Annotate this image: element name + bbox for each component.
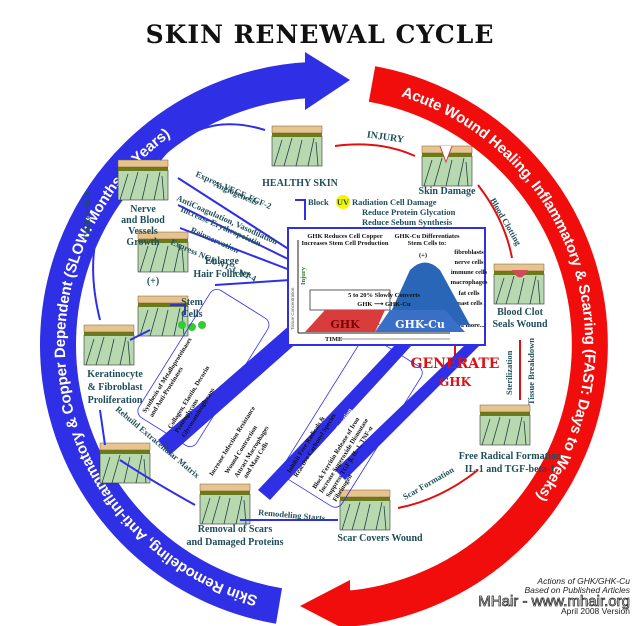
ghk-center-box: GHK Reduces Cell Copper Increases Stem C… — [287, 227, 488, 346]
generate-label: GENERATE — [411, 356, 500, 372]
cell-type: immune cells — [451, 269, 488, 276]
cell-type: mast cells — [456, 300, 483, 307]
radical-group: Inhibit Free Radicals & Reactive Carbony… — [281, 335, 423, 508]
keratinocyte-label-3: Proliferation — [88, 395, 143, 406]
keratinocyte-image — [83, 324, 135, 366]
convert-label-2: GHK ⟶ GHK-Cu — [357, 301, 411, 308]
free-radical-label-2: IL-1 and TGF-beta-1 — [465, 464, 555, 475]
right-head-1: GHK-Cu Differentiates — [394, 233, 460, 240]
footer-line-2: Based on Published Articles — [524, 585, 630, 595]
injury-label: INJURY — [366, 129, 405, 145]
nerve-label-2: and Blood — [121, 215, 165, 226]
cell-type: fat cells — [458, 290, 480, 297]
fast-arrowhead-icon — [300, 580, 350, 626]
right-head-2: Stem Cells to: — [408, 240, 447, 247]
skin-damage-label: Skin Damage — [419, 186, 477, 197]
nerve-label-3: Vessels — [128, 226, 158, 237]
healthy-skin-label: HEALTHY SKIN — [262, 178, 338, 189]
cell-list: fibroblasts nerve cells immune cells mac… — [451, 249, 488, 329]
hair-label-2: Hair Follicles — [193, 269, 250, 280]
slow-arrowhead-icon — [305, 52, 350, 110]
blood-clotting-label: Blood Clotting — [488, 196, 524, 248]
center-plus: (+) — [419, 252, 427, 259]
blue-wide-bands — [158, 325, 480, 500]
healthy-skin-image — [271, 125, 323, 167]
scar-image — [339, 489, 391, 531]
stem-cell-icon — [178, 321, 186, 329]
uv-label: UV — [337, 197, 350, 207]
ghkcu-peak — [385, 262, 470, 325]
generate-ghk-label: GHK — [439, 375, 472, 389]
left-head-1: GHK Reduces Cell Copper — [307, 233, 382, 240]
cell-type: and more... — [453, 322, 485, 329]
glycation-label: Reduce Protein Glycation — [362, 207, 456, 217]
wound-icon — [439, 145, 453, 164]
block-label: Block — [308, 197, 329, 207]
plus-label: (+) — [147, 276, 159, 287]
keratinocyte-label-2: & Fibroblast — [87, 382, 143, 393]
free-radical-label-1: Free Radical Formation — [459, 451, 562, 462]
thicken-skin-label: Thicken Skin — [82, 191, 92, 240]
clot-icon — [512, 270, 528, 278]
nerve-label-1: Nerve — [130, 204, 156, 215]
red-flow-arrows — [334, 143, 521, 509]
removal-label-2: and Damaged Proteins — [186, 537, 283, 548]
nerve-label-4: Growth — [126, 237, 160, 248]
scar-label: Scar Covers Wound — [337, 533, 423, 544]
convert-label-1: 5 to 20% Slowly Converts — [348, 292, 420, 299]
page-title: Skin Renewal Cycle — [146, 20, 495, 49]
cell-type: nerve cells — [454, 259, 484, 266]
free-radical-image — [479, 404, 531, 446]
removal-scars-image — [199, 483, 251, 525]
sterilization-label: Sterilization — [504, 350, 514, 395]
radiation-label: Radiation Cell Damage — [352, 197, 437, 207]
fast-cycle-arc — [343, 66, 608, 626]
slow-cycle-arc — [40, 62, 311, 624]
stem-cells-label-1: Stem — [181, 297, 203, 308]
footer-version: April 2008 Version — [561, 606, 630, 616]
removal-label-1: Removal of Scars — [198, 524, 273, 535]
keratinocyte-label-1: Keratinocyte — [87, 369, 143, 380]
blood-clot-label-2: Seals Wound — [492, 319, 548, 330]
blood-clot-label-1: Blood Clot — [497, 307, 544, 318]
injury-axis-label: Injury — [300, 266, 307, 285]
scar-formation-label: Scar Formation — [401, 464, 456, 501]
nerve-vessel-image — [117, 159, 169, 201]
ghkcu-bar-label: GHK-Cu — [395, 318, 445, 331]
cell-type: macrophages — [451, 279, 488, 286]
cell-type: fibroblasts — [454, 249, 484, 256]
hair-label-1: Enlarge — [205, 256, 239, 267]
blue-flow-arrows — [92, 123, 338, 521]
uv-badge — [336, 195, 350, 209]
footer-site: MHair - www.mhair.org — [478, 593, 630, 610]
left-head-2: Increases Stem Cell Production — [302, 240, 389, 247]
ghk-bar-label: GHK — [330, 318, 360, 331]
stem-cells-label-2: Cells — [181, 309, 202, 320]
sebum-label: Reduce Sebum Synthesis — [362, 217, 453, 227]
time-label: TIME — [325, 336, 342, 343]
y-axis-label: Tissue Concentration — [290, 287, 295, 330]
tissue-breakdown-label: Tissue Breakdown — [526, 338, 536, 405]
footer-line-1: Actions of GHK/GHK-Cu — [536, 576, 630, 586]
